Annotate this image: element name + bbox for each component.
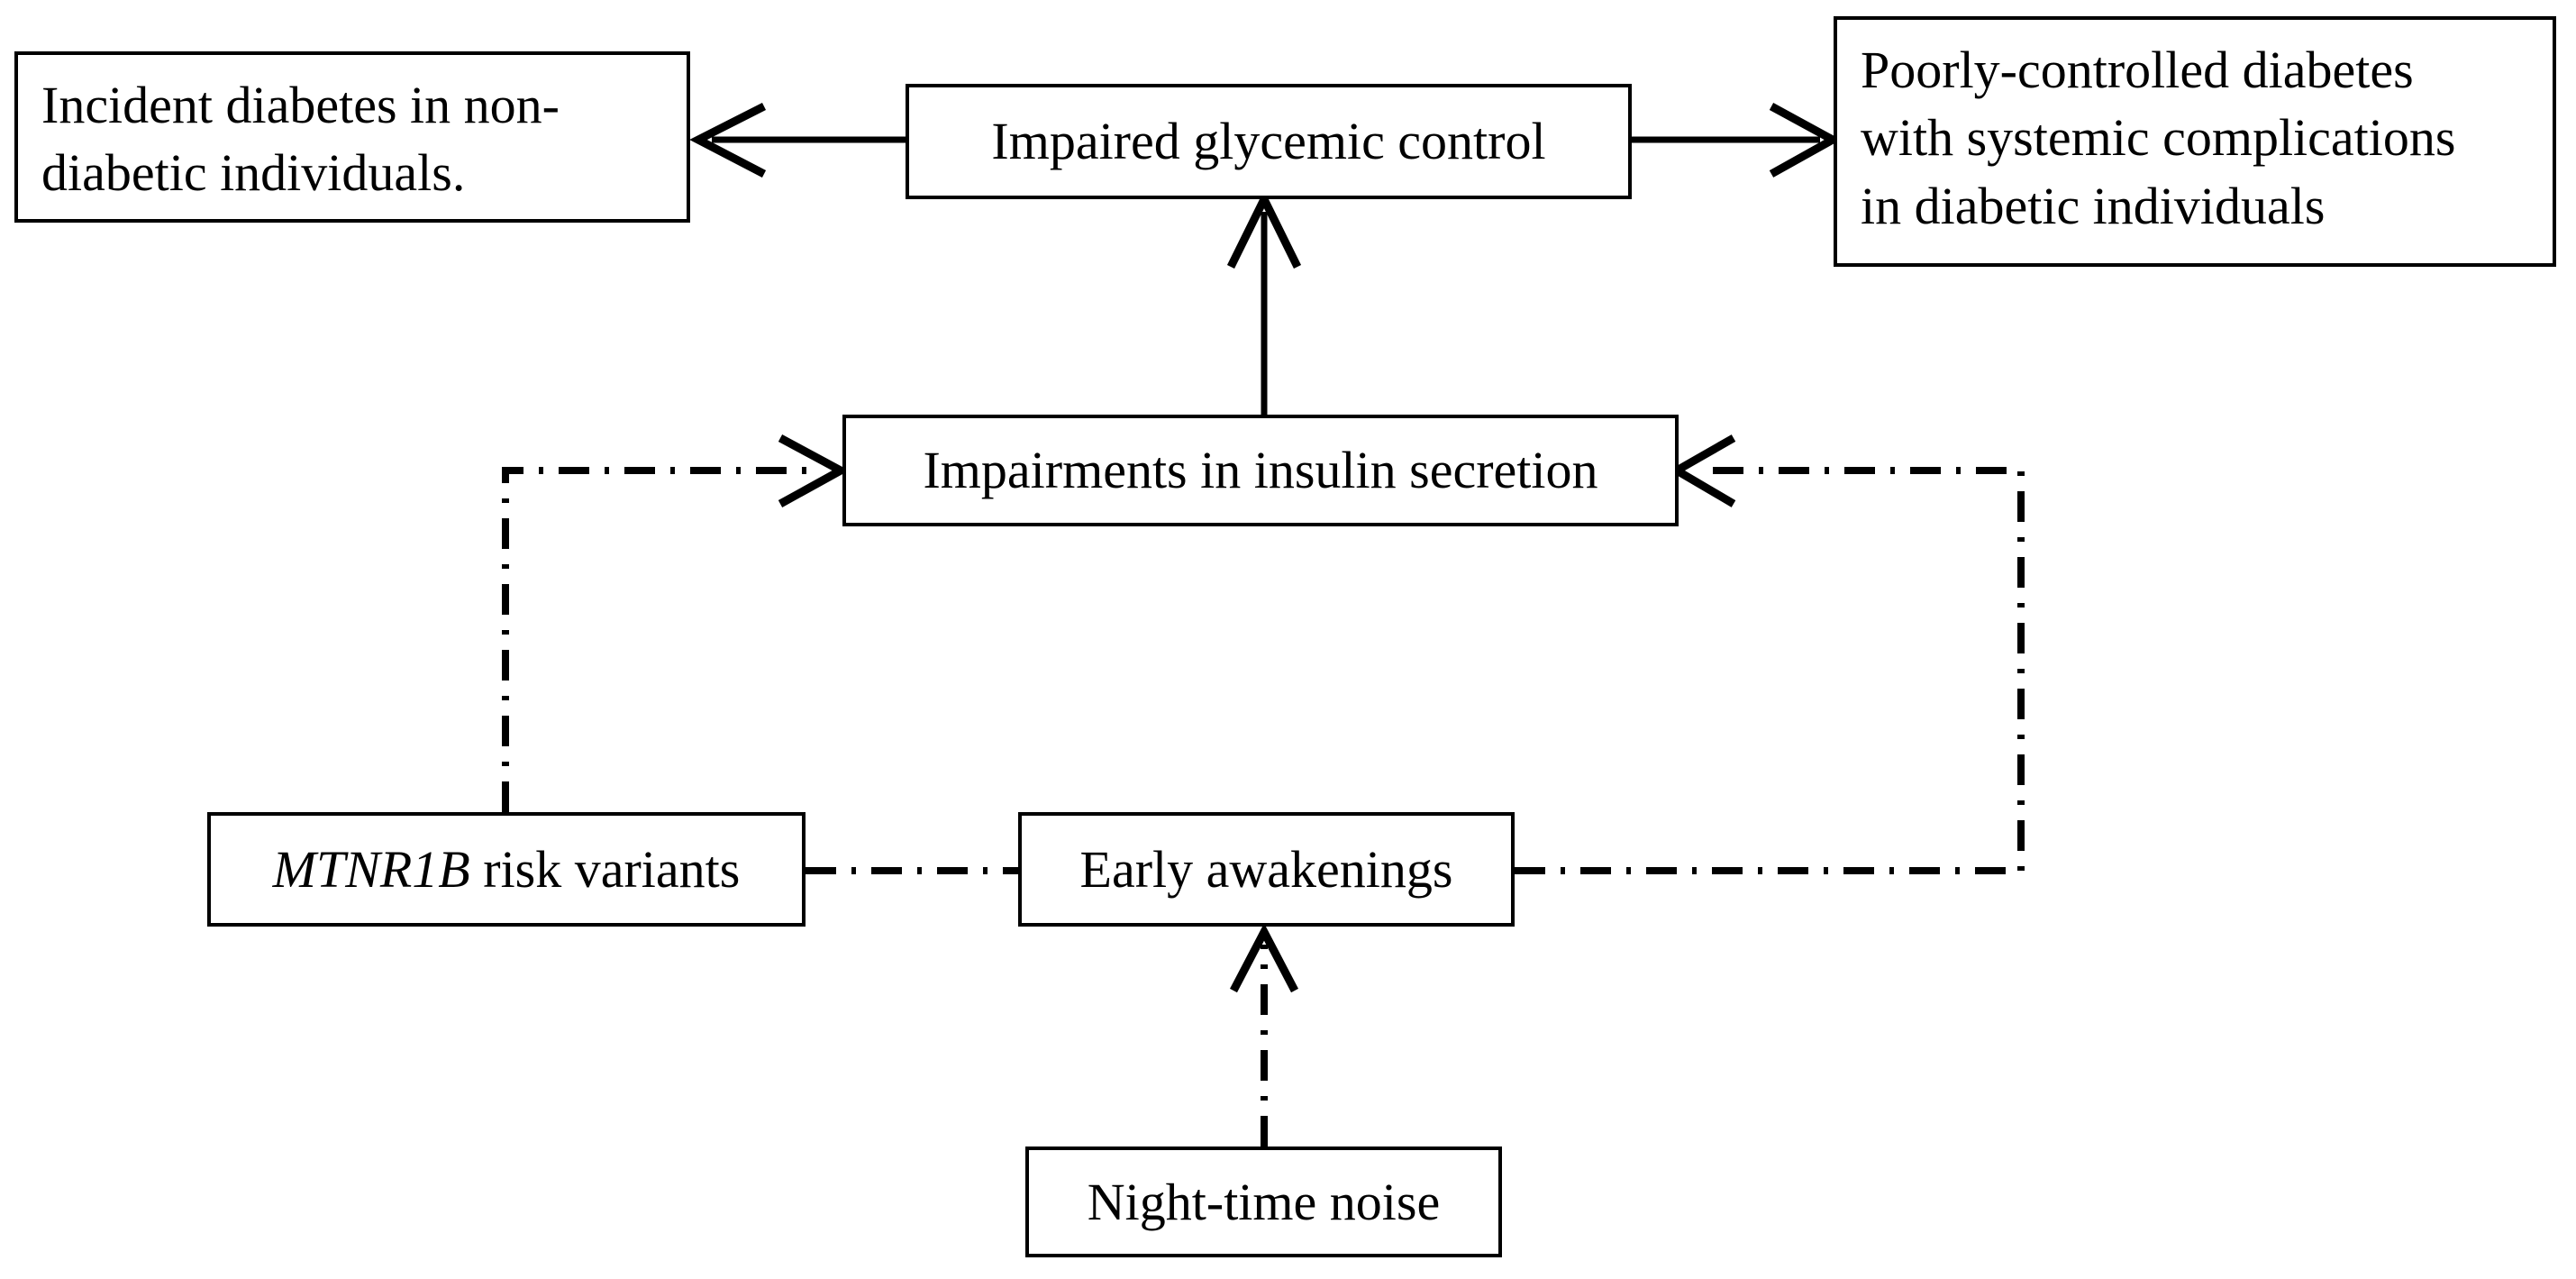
node-mtnr1b-risk-variants-label: MTNR1B risk variants xyxy=(211,836,802,903)
node-poorly-controlled-diabetes-label: Poorly-controlled diabetes with systemic … xyxy=(1837,20,2553,240)
edge-glycemic-to-incident xyxy=(689,102,906,178)
node-night-time-noise[interactable]: Night-time noise xyxy=(1025,1147,1502,1257)
edge-mtnr1b-to-insulin xyxy=(502,434,850,812)
node-incident-diabetes-line2: diabetic individuals. xyxy=(41,143,466,203)
node-early-awakenings-label: Early awakenings xyxy=(1079,839,1453,899)
node-incident-diabetes-label: Incident diabetes in non-diabetic indivi… xyxy=(18,55,687,207)
node-incident-diabetes[interactable]: Incident diabetes in non-diabetic indivi… xyxy=(14,51,690,223)
node-impaired-glycemic-control-label: Impaired glycemic control xyxy=(991,112,1546,171)
node-impairments-insulin-secretion-label: Impairments in insulin secretion xyxy=(923,441,1598,500)
edge-insulin-to-glycemic xyxy=(1226,189,1302,415)
node-mtnr1b-suffix: risk variants xyxy=(469,839,741,899)
node-early-awakenings[interactable]: Early awakenings xyxy=(1018,812,1515,927)
node-poorly-controlled-diabetes-line3: in diabetic individuals xyxy=(1861,176,2326,235)
node-poorly-controlled-diabetes-line2: with systemic complications xyxy=(1861,108,2456,168)
node-poorly-controlled-diabetes[interactable]: Poorly-controlled diabetes with systemic … xyxy=(1834,16,2556,267)
node-mtnr1b-gene-name: MTNR1B xyxy=(272,839,470,899)
node-poorly-controlled-diabetes-line1: Poorly-controlled diabetes xyxy=(1861,41,2414,99)
node-impairments-insulin-secretion[interactable]: Impairments in insulin secretion xyxy=(842,415,1679,526)
node-incident-diabetes-line1: Incident diabetes in non- xyxy=(41,76,560,134)
node-night-time-noise-label: Night-time noise xyxy=(1087,1172,1441,1231)
edge-noise-to-early-awakenings xyxy=(1230,923,1298,1147)
node-impaired-glycemic-control[interactable]: Impaired glycemic control xyxy=(906,84,1632,199)
edge-glycemic-to-poorly-controlled xyxy=(1632,103,1842,178)
node-mtnr1b-risk-variants[interactable]: MTNR1B risk variants xyxy=(207,812,806,927)
